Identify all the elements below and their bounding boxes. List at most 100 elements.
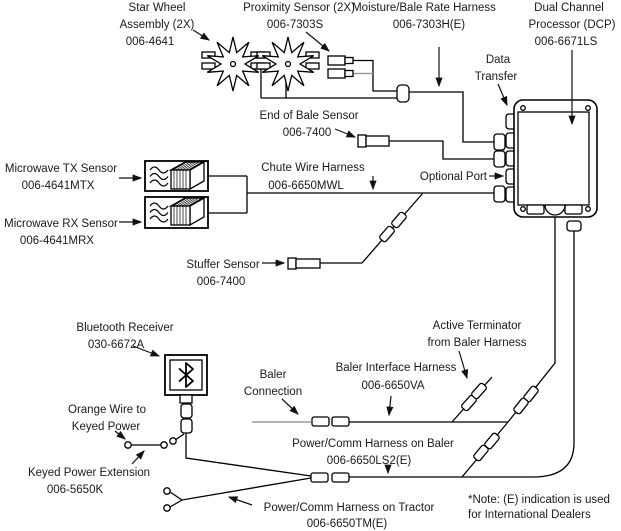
arrow-data-transfer [497, 83, 508, 107]
arrow-baler-connection [281, 398, 299, 415]
label-orange-wire-2: Keyed Power [72, 421, 141, 433]
label-microwave-rx: Microwave RX Sensor [4, 218, 118, 230]
label-star-wheel-2: Assembly (2X) [120, 19, 195, 31]
label-orange-wire-1: Orange Wire to [68, 404, 146, 416]
dcp-plug-moisture [493, 133, 506, 151]
label-baler-connection-2: Connection [244, 386, 302, 398]
wire-bluetooth-to-baler [185, 433, 312, 477]
wire-microwave-junction [208, 175, 248, 214]
bluetooth-connector-1 [180, 403, 193, 419]
arrow-bluetooth [132, 345, 161, 357]
callout-arrows [114, 29, 576, 506]
label-star-wheel-part: 006-4641 [126, 36, 175, 48]
ring-terminal-1 [124, 441, 132, 449]
label-data-transfer-2: Transfer [475, 71, 518, 83]
dcp-screw-br [585, 206, 591, 212]
end-of-bale-sensor-barrel [365, 135, 390, 147]
moisture-harness-connector [396, 84, 410, 103]
stuffer-sensor-body [287, 257, 297, 270]
wire-end-of-bale [388, 140, 494, 160]
label-star-wheel-1: Star Wheel [129, 2, 186, 14]
label-optional-port: Optional Port [420, 171, 488, 183]
ring-terminal-3 [169, 437, 177, 445]
text-labels: Star Wheel Assembly (2X) 006-4641 Proxim… [4, 2, 616, 530]
baler-diag-connector-4 [473, 444, 489, 462]
dcp-bottom-connector [566, 220, 582, 232]
label-keyed-extension: Keyed Power Extension [28, 467, 150, 479]
label-data-transfer-1: Data [486, 54, 511, 66]
label-end-of-bale: End of Bale Sensor [259, 110, 358, 122]
arrow-power-comm-tractor [227, 496, 253, 506]
dcp-screw-tl [520, 105, 526, 111]
dcp-bottom-tab-2 [564, 204, 583, 215]
ring-terminal-2 [160, 441, 168, 449]
dcp-faceplate [517, 111, 590, 206]
star-wheel-assembly [201, 36, 320, 92]
wire-proximity-upper [353, 59, 397, 92]
label-dcp-2: Processor (DCP) [529, 19, 616, 31]
wire-stuffer [320, 192, 424, 264]
label-active-terminator-1: Active Terminator [433, 320, 522, 332]
connectors [124, 84, 582, 512]
microwave-rx-sensor-box [144, 196, 209, 229]
label-power-comm-tractor-part: 006-6650TM(E) [307, 518, 388, 530]
baler-interface-connector-2 [331, 416, 350, 427]
dcp-plug-chute [493, 185, 506, 203]
wire-orange-link [174, 433, 185, 441]
arrow-keyed-extension [131, 450, 145, 465]
star-wheel-2-hub [284, 60, 292, 68]
bluetooth-neck [179, 394, 193, 404]
label-note-2: for International Dealers [468, 509, 591, 521]
proximity-sensor-2 [327, 68, 354, 79]
label-moisture-part: 006-7303H(E) [393, 19, 465, 31]
label-microwave-tx: Microwave TX Sensor [5, 163, 117, 175]
stuffer-inline-connector-1 [379, 225, 395, 243]
arrow-active-terminator [458, 350, 469, 380]
active-terminator-connector-2 [471, 382, 487, 400]
proximity-sensor-1 [327, 55, 354, 66]
label-microwave-tx-part: 006-4641MTX [22, 180, 95, 192]
power-comm-connector-2 [331, 472, 350, 483]
label-chute-part: 006-6650MWL [268, 180, 344, 192]
dcp-box [505, 99, 598, 218]
dcp-screw-bl [520, 206, 526, 212]
label-keyed-extension-part: 006-5650K [47, 484, 104, 496]
label-power-comm-baler: Power/Comm Harness on Baler [292, 438, 454, 450]
wire-dcp-right-curve [349, 231, 575, 478]
bluetooth-receiver-box [164, 354, 208, 434]
label-baler-interface-part: 006-6650VA [361, 380, 424, 392]
arrow-star-wheel [192, 29, 211, 41]
label-baler-connection-1: Baler [260, 369, 287, 381]
baler-diag-connector-2 [513, 397, 529, 415]
arrow-proximity [305, 31, 330, 52]
end-of-bale-sensor-body [357, 134, 367, 148]
label-note-1: *Note: (E) indication is used [468, 494, 610, 506]
label-bluetooth: Bluetooth Receiver [76, 322, 173, 334]
label-microwave-rx-part: 006-4641MRX [20, 235, 94, 247]
label-dcp-part: 006-6671LS [535, 36, 598, 48]
power-comm-connector-1 [310, 472, 329, 483]
tractor-fork-terminal-2 [163, 504, 171, 512]
label-bluetooth-part: 030-6672A [88, 339, 145, 351]
dcp-bottom-socket [544, 204, 566, 216]
label-chute: Chute Wire Harness [261, 162, 365, 174]
label-stuffer-part: 006-7400 [197, 276, 246, 288]
wire-tractor-fork [169, 477, 312, 508]
bluetooth-icon [178, 362, 194, 388]
label-dcp-1: Dual Channel [534, 2, 604, 14]
label-power-comm-baler-part: 006-6650LS2(E) [327, 455, 412, 467]
tractor-fork-terminal-1 [163, 487, 171, 495]
wire-moisture-harness [409, 91, 494, 143]
star-wheel-1-hub [229, 60, 237, 68]
bluetooth-connector-2 [180, 418, 193, 434]
label-moisture: Moisture/Bale Rate Harness [352, 2, 496, 14]
arrow-orange-wire [114, 430, 126, 440]
stuffer-sensor-barrel [295, 258, 321, 269]
dcp-plug-end-of-bale [493, 150, 506, 168]
label-stuffer: Stuffer Sensor [186, 259, 259, 271]
dcp-bottom-tab-1 [526, 204, 545, 215]
arrow-baler-interface [386, 395, 394, 417]
label-proximity: Proximity Sensor (2X) [243, 2, 355, 14]
